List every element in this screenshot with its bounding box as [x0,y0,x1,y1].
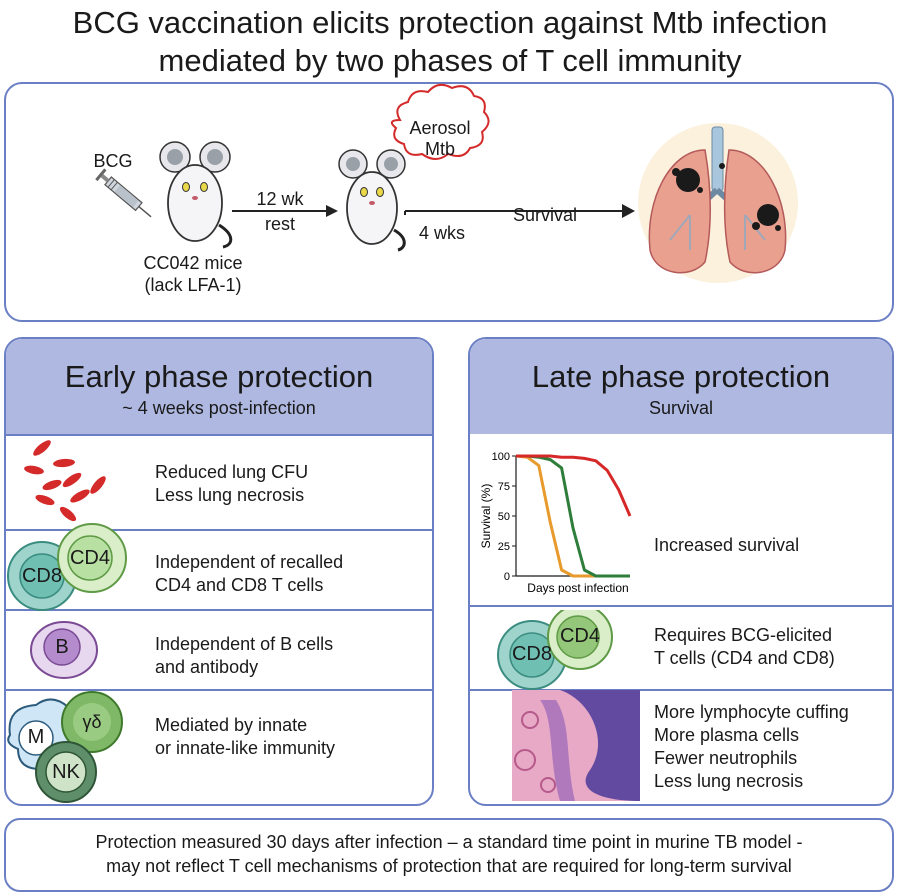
early-row-3-text: Independent of B cells and antibody [155,633,333,679]
y-tick-label: 100 [492,451,510,463]
survival-label: Survival [512,205,578,225]
figure-title: BCG vaccination elicits protection again… [0,4,900,80]
title-line-2: mediated by two phases of T cell immunit… [158,43,742,78]
late-row-2-text: Requires BCG-elicited T cells (CD4 and C… [654,624,835,670]
early-row-3-line-1: Independent of B cells [155,634,334,654]
cd4-label: CD4 [69,547,110,569]
row-divider [6,609,432,611]
early-row-3-line-2: and antibody [155,657,259,677]
aerosol-cloud-icon [390,83,490,160]
row-divider [6,689,432,691]
survival-series-line-1 [515,454,630,578]
row-divider [470,605,892,607]
b-cell-label: B [55,636,69,658]
nk-cell-icon [35,741,97,803]
mice-label-line-1: CC042 mice [143,253,243,273]
late-phase-subtitle: Survival [648,398,714,418]
late-row-3-line-1: More lymphocyte cuffing [654,702,849,722]
mice-label: CC042 mice (lack LFA-1) [118,252,268,296]
survival-chart: 0 25 50 75 100 Survival (%) Days post infect… [479,451,632,595]
early-row-2-text: Independent of recalled CD4 and CD8 T ce… [155,551,343,597]
cd4-cell-icon [547,610,613,670]
early-row-4-text: Mediated by innate or innate-like immuni… [155,714,335,760]
gd-t-cell-icon [61,691,123,753]
x-axis-label: Days post infection [527,581,628,595]
macrophage-label: M [27,726,45,748]
b-cell-icon [30,621,98,679]
early-phase-title: Early phase protection [64,359,374,394]
weeks-label: 4 wks [418,223,465,243]
footer-note: Protection measured 30 days after infect… [4,818,894,892]
late-icons [497,610,640,801]
late-phase-title: Late phase protection [531,359,831,394]
cd8-label: CD8 [21,565,62,587]
y-tick-label: 0 [504,571,510,583]
y-tick-label: 75 [498,481,510,493]
late-row-3-line-3: Fewer neutrophils [654,748,798,768]
aerosol-label: Aerosol Mtb [402,118,478,160]
late-row-2-line-2: T cells (CD4 and CD8) [654,648,835,668]
aerosol-label-line-2: Mtb [424,139,455,159]
early-icons [7,440,127,803]
rest-label-line-1: 12 wk [256,189,304,209]
early-row-2-line-1: Independent of recalled [155,552,344,572]
title-line-1: BCG vaccination elicits protection again… [72,5,828,40]
rest-label: 12 wk rest [232,188,328,236]
footer-line-2: may not reflect T cell mechanisms of pro… [106,856,792,876]
histology-image [512,690,640,801]
late-phase-header: Late phase protection Survival [470,339,892,434]
early-phase-header: Early phase protection ~ 4 weeks post-in… [6,339,432,434]
survival-series-line-2 [516,454,630,578]
workflow-diagram [95,83,798,283]
mouse-icon [338,149,406,252]
y-axis-label: Survival (%) [479,484,493,549]
bcg-label: BCG [93,151,133,171]
early-row-1-text: Reduced lung CFU Less lung necrosis [155,461,308,507]
nk-cell-label: NK [52,761,80,783]
late-row-2-line-1: Requires BCG-elicited [654,625,833,645]
footer-line-1: Protection measured 30 days after infect… [95,832,803,852]
survival-series-line-3 [516,454,632,517]
row-divider [470,689,892,691]
early-row-1-line-2: Less lung necrosis [155,485,305,505]
row-divider [6,529,432,531]
gd-t-cell-label: γδ [82,712,102,732]
row-divider [6,434,432,436]
y-tick-label: 50 [498,511,510,523]
early-row-4-line-1: Mediated by innate [155,715,308,735]
rest-label-line-2: rest [264,214,295,234]
cd4-label: CD4 [559,625,600,647]
early-row-4-line-2: or innate-like immunity [155,738,336,758]
late-row-3-line-4: Less lung necrosis [654,771,804,791]
cd4-cell-icon [57,523,127,593]
mice-label-line-2: (lack LFA-1) [144,275,242,295]
lungs-icon [638,123,798,283]
late-row-3-line-2: More plasma cells [654,725,800,745]
mouse-icon [159,141,233,249]
aerosol-label-line-1: Aerosol [409,118,471,138]
early-row-1-line-1: Reduced lung CFU [155,462,309,482]
cd8-label: CD8 [511,643,552,665]
early-row-2-line-2: CD4 and CD8 T cells [155,575,324,595]
late-row-1-text: Increased survival [654,535,800,555]
early-phase-panel: Early phase protection ~ 4 weeks post-in… [4,337,434,806]
bacteria-icon [24,440,106,522]
y-tick-label: 25 [498,541,510,553]
early-phase-subtitle: ~ 4 weeks post-infection [122,398,316,418]
syringe-icon [95,168,152,218]
late-row-3-text: More lymphocyte cuffing More plasma cell… [654,701,849,793]
